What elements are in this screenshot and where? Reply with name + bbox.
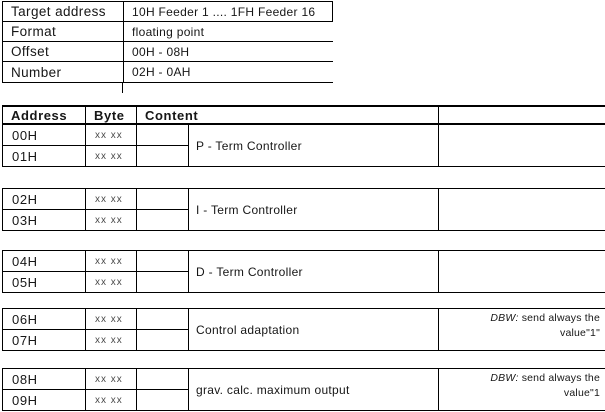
byte-cell: xx xx: [85, 309, 136, 330]
address-cell: 01H: [12, 148, 38, 164]
spacer-cell: [136, 189, 188, 210]
byte-cell: xx xx: [85, 390, 136, 410]
info-value-offset: 00H - 08H: [123, 42, 333, 62]
note-cell: [438, 125, 605, 166]
note-line2: value"1: [563, 387, 600, 399]
byte-cell: xx xx: [85, 251, 136, 272]
register-block-00-01: 00H xx xx 01H xx xx P - Term Controller: [2, 124, 605, 167]
spacer-cell: [136, 251, 188, 272]
note-cell: DBW: send always the value"1: [438, 369, 605, 410]
spacer-cell: [136, 146, 188, 166]
address-cell: 06H: [3, 309, 85, 330]
byte-cell: xx xx: [85, 369, 136, 390]
spacer-cell: [136, 330, 188, 350]
info-value-format: floating point: [123, 22, 333, 42]
header-notes: [438, 107, 605, 123]
address-cell: 02H: [3, 189, 85, 210]
register-block-02-03: 02H xx xx 03H xx xx I - Term Controller: [2, 188, 605, 231]
byte-cell: xx xx: [85, 125, 136, 146]
spacer-cell: [136, 210, 188, 230]
spacer-cell: [136, 369, 188, 390]
register-block-08-09: 08H xx xx 09H xx xx grav. calc. maximum …: [2, 368, 605, 411]
content-cell: D - Term Controller: [188, 251, 438, 292]
info-table: Target address 10H Feeder 1 .... 1FH Fee…: [2, 1, 333, 83]
byte-cell: xx xx: [85, 189, 136, 210]
note-line2: value"1": [560, 327, 600, 339]
spacer-cell: [136, 390, 188, 410]
register-block-06-07: 06H xx xx 07H xx xx Control adaptation D…: [2, 308, 605, 351]
header-address: Address: [11, 107, 68, 123]
info-label-number: Number: [3, 62, 123, 83]
address-cell: 05H: [12, 274, 38, 290]
address-cell: 03H: [12, 212, 38, 228]
info-label-offset: Offset: [3, 42, 123, 62]
info-value-number: 02H - 0AH: [123, 62, 333, 83]
content-cell: P - Term Controller: [188, 125, 438, 166]
content-cell: I - Term Controller: [188, 189, 438, 230]
info-value-target-address: 10H Feeder 1 .... 1FH Feeder 16: [123, 2, 333, 22]
header-content: Content: [136, 107, 438, 123]
note-line1: DBW: send always the: [490, 312, 600, 324]
byte-cell: xx xx: [85, 210, 136, 230]
register-block-04-05: 04H xx xx 05H xx xx D - Term Controller: [2, 250, 605, 293]
address-cell: 00H: [3, 125, 85, 146]
register-table-header: Address Byte Content: [2, 105, 605, 124]
byte-cell: xx xx: [85, 272, 136, 292]
byte-cell: xx xx: [85, 330, 136, 350]
spacer-cell: [136, 309, 188, 330]
note-line1: DBW: send always the: [490, 372, 600, 384]
spacer-cell: [136, 125, 188, 146]
address-cell: 09H: [12, 392, 38, 408]
content-cell: Control adaptation: [188, 309, 438, 350]
note-cell: DBW: send always the value"1": [438, 309, 605, 350]
address-cell: 04H: [3, 251, 85, 272]
header-byte: Byte: [85, 107, 136, 123]
note-cell: [438, 251, 605, 292]
byte-cell: xx xx: [85, 146, 136, 166]
address-cell: 08H: [3, 369, 85, 390]
info-label-format: Format: [3, 22, 123, 42]
column-divider-artifact: [122, 82, 123, 93]
address-cell: 07H: [12, 332, 38, 348]
note-cell: [438, 189, 605, 230]
content-cell: grav. calc. maximum output: [188, 369, 438, 410]
spacer-cell: [136, 272, 188, 292]
info-label-target-address: Target address: [3, 2, 123, 22]
